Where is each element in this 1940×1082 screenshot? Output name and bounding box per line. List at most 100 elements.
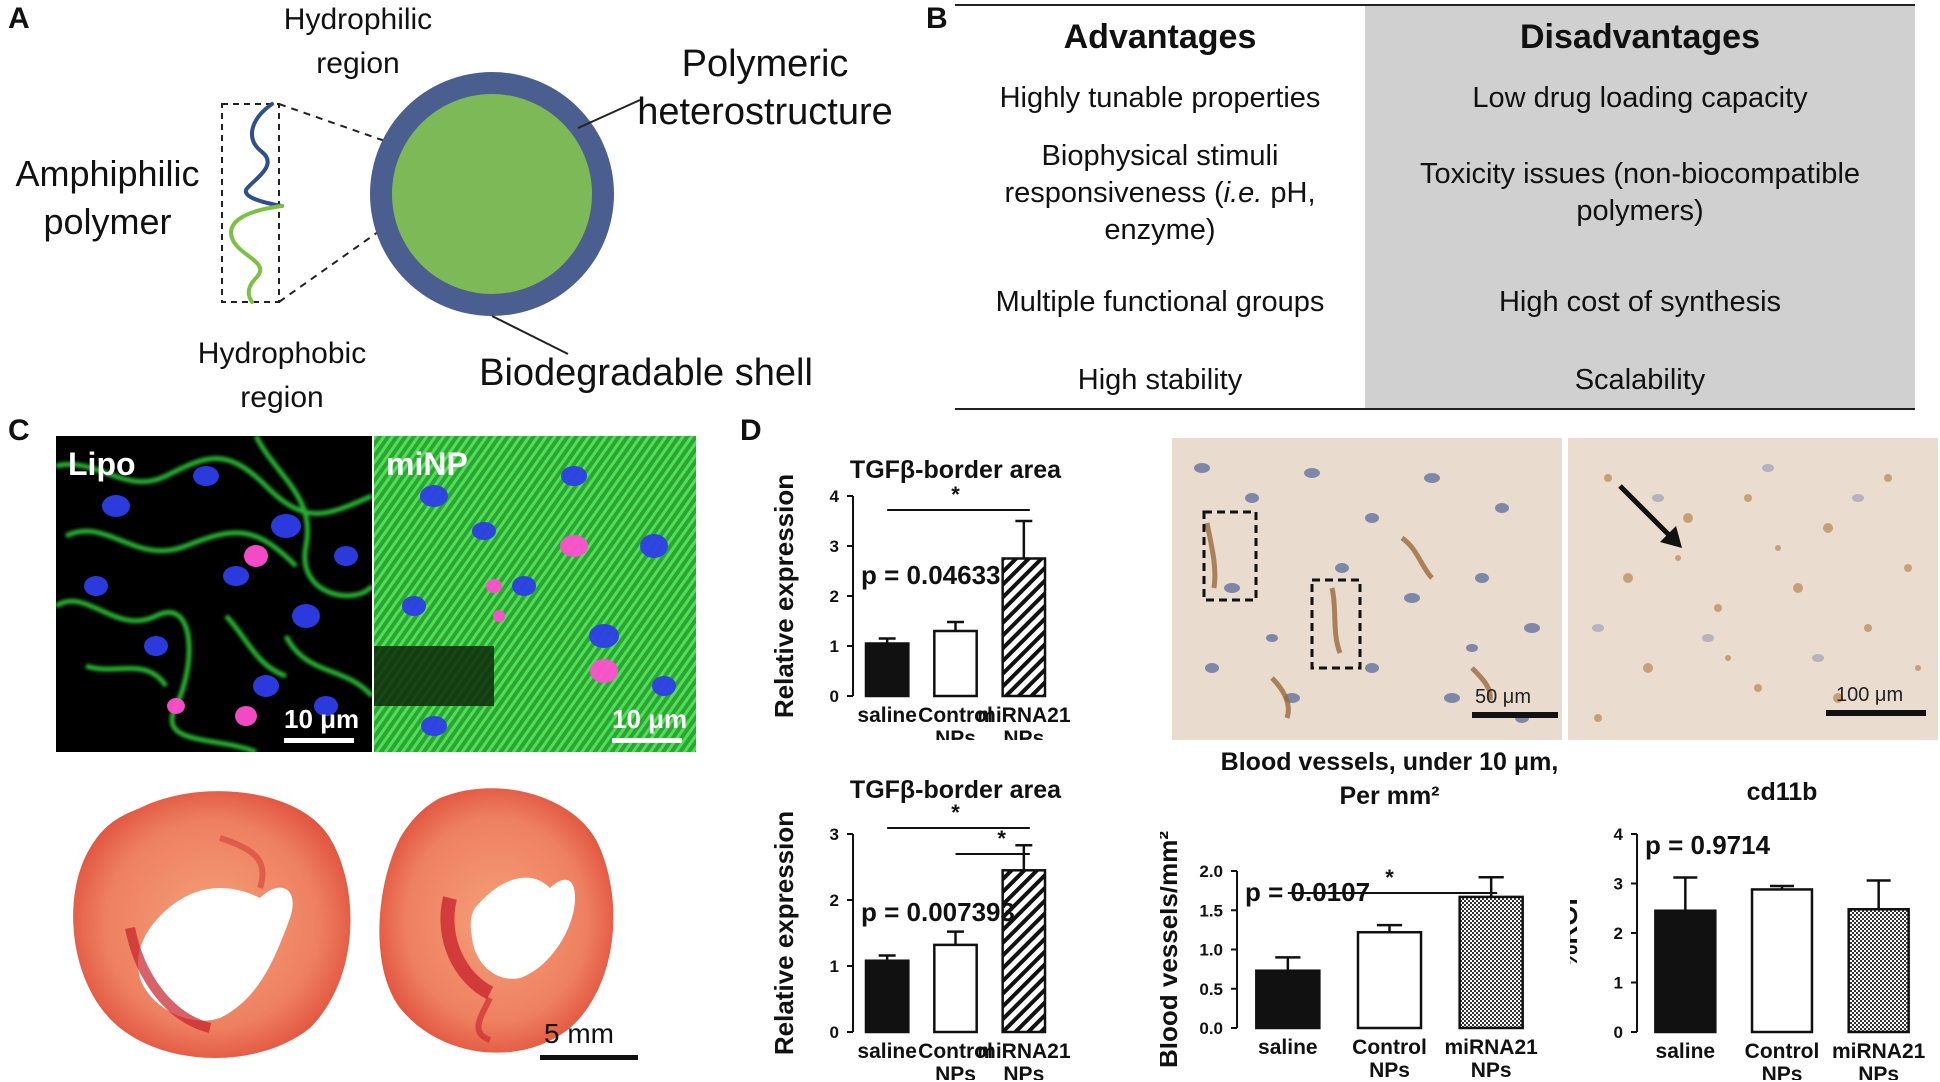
advantages-header: Advantages [1063, 18, 1257, 56]
p-value-annotation: p = 0.04633 [861, 560, 1001, 590]
bar-1 [933, 943, 978, 1034]
bar-1 [933, 629, 978, 698]
y-axis-label: Relative expression [769, 811, 799, 1055]
lipo-label: Lipo [68, 446, 136, 482]
x-tick-label: NPs [935, 1063, 976, 1080]
amphiphilic-label: Amphiphilic polymer [0, 150, 215, 246]
x-tick-label: saline [857, 1040, 917, 1063]
y-tick-label: 2 [1614, 924, 1623, 943]
y-tick-label: 3 [830, 537, 839, 556]
histology-cd11b: 100 μm [1568, 438, 1938, 740]
hydrophilic-line-1: Hydrophilic [283, 3, 433, 36]
y-tick-label: 1.0 [1199, 941, 1223, 960]
y-tick-label: 1 [830, 957, 839, 976]
y-tick-label: 0.0 [1199, 1019, 1223, 1038]
y-axis-label: Blood vessels/mm² [1160, 831, 1183, 1068]
bar-2 [1001, 557, 1047, 698]
x-tick-label: NPs [935, 727, 976, 740]
disadvantages-header: Disadvantages [1520, 18, 1760, 56]
y-axis-label: Relative expression [769, 474, 799, 718]
bar-0 [864, 642, 910, 698]
polymeric-label: Polymeric heterostructure [620, 40, 910, 136]
cd11b-scale-label: 100 μm [1836, 684, 1904, 706]
advantage-4-text: High stability [1077, 364, 1243, 396]
heart-sections [73, 788, 614, 1058]
y-tick-label: 1 [830, 637, 839, 656]
bar-1 [1750, 888, 1814, 1034]
x-tick-label: NPs [1003, 727, 1044, 740]
disadvantage-2: Toxicity issues (non-biocompatible polym… [1365, 156, 1915, 230]
significance-star: * [1385, 865, 1394, 890]
hydrophilic-chain [243, 102, 284, 208]
y-tick-label: 0 [830, 687, 839, 706]
significance-star: * [997, 826, 1006, 851]
x-tick-label: NPs [1762, 1063, 1803, 1080]
bar-2 [1001, 869, 1047, 1034]
hydrophilic-line-2: region [316, 47, 400, 80]
x-tick-label: NPs [1369, 1059, 1410, 1080]
x-tick-label: miRNA21 [977, 704, 1071, 727]
vessels-scale-label: 50 μm [1475, 686, 1531, 708]
x-tick-label: saline [1258, 1036, 1318, 1059]
amphiphilic-line-2: polymer [43, 201, 172, 242]
particle-core [392, 94, 592, 294]
chart-title-line: Per mm² [1339, 782, 1439, 810]
p-value-annotation: p = 0.9714 [1645, 830, 1771, 860]
p-value-annotation: p = 0.0107 [1245, 877, 1370, 907]
y-tick-label: 3 [830, 825, 839, 844]
heart-section-minp [379, 788, 614, 1053]
lipo-scale-label: 10 μm [284, 704, 360, 734]
advantages-table: Advantages Highly tunable properties Bio… [955, 4, 1915, 410]
vessels-scale-bar [1472, 712, 1558, 718]
y-axis-label: %ROI [1570, 898, 1583, 967]
disadvantage-1: Low drug loading capacity [1365, 80, 1915, 117]
panel-label-a: A [8, 2, 30, 35]
advantage-1-text: Highly tunable properties [999, 82, 1321, 114]
hydrophobic-chain [229, 204, 284, 304]
x-tick-label: Control [918, 704, 993, 727]
zoom-box [221, 103, 280, 303]
chart-title-line: Blood vessels, under 10 μm, [1221, 748, 1559, 776]
bar-2 [1458, 895, 1524, 1030]
shell-label: Biodegradable shell [479, 352, 813, 394]
polymeric-line-2: heterostructure [637, 91, 893, 133]
advantage-1: Highly tunable properties [955, 80, 1365, 117]
cd11b-scale-bar [1826, 710, 1926, 716]
bar-0 [1654, 909, 1717, 1034]
advantage-2-line-1: Biophysical stimuli [1041, 140, 1279, 172]
x-tick-label: miRNA21 [1832, 1040, 1926, 1063]
minp-scale-label: 10 μm [612, 704, 688, 734]
hydrophilic-label: Hydrophilic region [248, 0, 468, 86]
y-tick-label: 1 [1614, 974, 1623, 993]
heart-section-lipo [73, 791, 351, 1058]
hydrophobic-line-2: region [240, 381, 324, 414]
nanoparticle-diagram [221, 72, 641, 355]
y-tick-label: 0 [830, 1023, 839, 1042]
disadvantages-column: Disadvantages Low drug loading capacity … [1365, 4, 1915, 410]
arrow-icon [1660, 526, 1682, 548]
chart-title: cd11b [1747, 778, 1818, 806]
panel-label-b: B [926, 2, 948, 35]
minp-image [374, 436, 696, 752]
chart-title: TGFβ-border area [850, 776, 1062, 804]
zoom-line-top [278, 103, 406, 149]
x-tick-label: miRNA21 [1444, 1036, 1538, 1059]
advantage-2: Biophysical stimuli responsiveness (i.e.… [955, 138, 1365, 249]
significance-star: * [951, 800, 960, 825]
y-tick-label: 2.0 [1199, 862, 1223, 881]
histology-cd11b-image [1592, 464, 1921, 722]
disadvantage-3-text: High cost of synthesis [1498, 286, 1782, 318]
x-tick-label: NPs [1858, 1063, 1899, 1080]
disadvantage-2-line-2: polymers) [1576, 195, 1704, 227]
table-top-rule [955, 4, 1915, 6]
disadvantage-1-text: Low drug loading capacity [1472, 82, 1808, 114]
hydrophobic-label: Hydrophobic region [172, 332, 392, 420]
x-tick-label: Control [1745, 1040, 1820, 1063]
histology-vessels: 50 μm [1172, 438, 1562, 740]
lipo-scale-bar [284, 738, 354, 743]
y-tick-label: 0.5 [1199, 980, 1223, 999]
chart-title: TGFβ-border area [850, 456, 1062, 484]
